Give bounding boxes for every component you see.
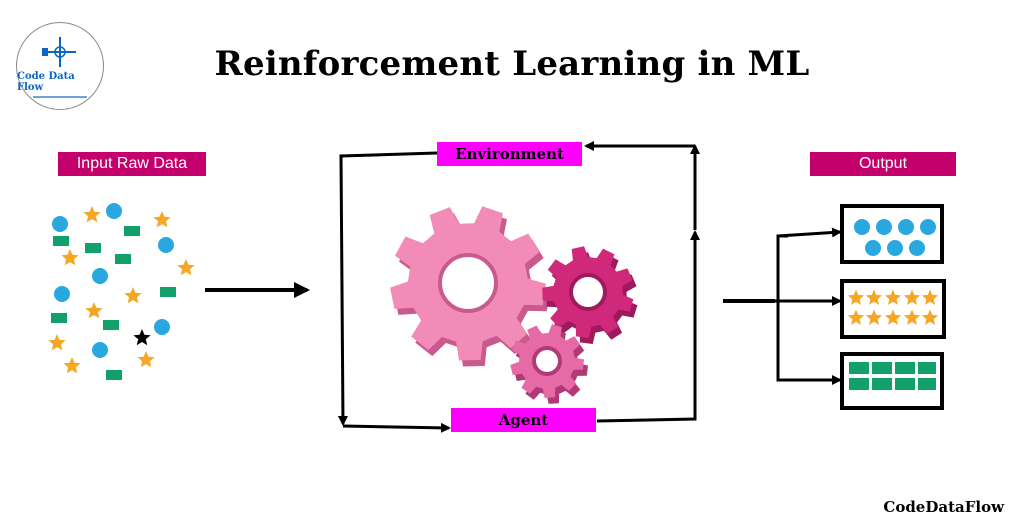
- data-rect: [85, 243, 101, 253]
- output-arrow-circles: [777, 227, 842, 238]
- output-star: [847, 289, 865, 305]
- output-star: [865, 289, 883, 305]
- data-star: [83, 206, 101, 223]
- gears-illustration: [390, 206, 638, 404]
- into-agent-arrow: [342, 422, 451, 433]
- agent-to-env-arrow-lower: [596, 230, 700, 423]
- output-label: Output: [810, 152, 956, 176]
- data-star: [137, 351, 155, 368]
- output-cluster-circles: [840, 204, 944, 264]
- data-rect: [103, 320, 119, 330]
- input-raw-data-label: Input Raw Data: [58, 152, 206, 176]
- data-star: [177, 259, 195, 276]
- rl-loop: [337, 141, 700, 433]
- output-star: [884, 289, 902, 305]
- logo-underline: [33, 95, 87, 98]
- data-star: [63, 357, 81, 374]
- agent-label: Agent: [451, 408, 596, 432]
- data-rect: [106, 370, 122, 380]
- data-star: [61, 249, 79, 266]
- data-rect: [115, 254, 131, 264]
- small-gear-icon: [510, 324, 588, 404]
- data-star: [153, 211, 171, 228]
- logo-text: Code Data Flow: [17, 70, 75, 93]
- data-circle: [106, 203, 122, 219]
- footer-brand: CodeDataFlow: [883, 498, 1004, 516]
- env-to-agent-arrow: [337, 151, 438, 426]
- data-circle: [158, 237, 174, 253]
- environment-label: Environment: [437, 142, 582, 166]
- data-rect: [160, 287, 176, 297]
- output-cluster-stars: [840, 279, 946, 339]
- data-circle: [92, 342, 108, 358]
- data-star: [85, 302, 103, 319]
- data-rect: [53, 236, 69, 246]
- data-rect: [51, 313, 67, 323]
- data-star: [48, 334, 66, 351]
- highlighted-data-star: [133, 329, 151, 346]
- output-star: [865, 309, 883, 325]
- output-arrow-rects: [776, 234, 842, 385]
- output-star: [847, 309, 865, 325]
- data-circle: [54, 286, 70, 302]
- output-arrows: [723, 227, 842, 385]
- output-star: [884, 309, 902, 325]
- output-star: [921, 289, 939, 305]
- medium-gear-icon: [542, 246, 638, 344]
- output-star: [903, 309, 921, 325]
- data-circle: [154, 319, 170, 335]
- page-title: Reinforcement Learning in ML: [214, 44, 810, 84]
- data-circle: [92, 268, 108, 284]
- output-star: [903, 289, 921, 305]
- input-data-points: [48, 203, 195, 380]
- data-star: [124, 287, 142, 304]
- output-star: [921, 309, 939, 325]
- data-rect: [124, 226, 140, 236]
- cross-logo-icon: [42, 36, 76, 67]
- logo-badge: Code Data Flow: [16, 22, 104, 110]
- output-cluster-rects: [840, 352, 944, 410]
- data-circle: [52, 216, 68, 232]
- large-gear-icon: [390, 206, 550, 367]
